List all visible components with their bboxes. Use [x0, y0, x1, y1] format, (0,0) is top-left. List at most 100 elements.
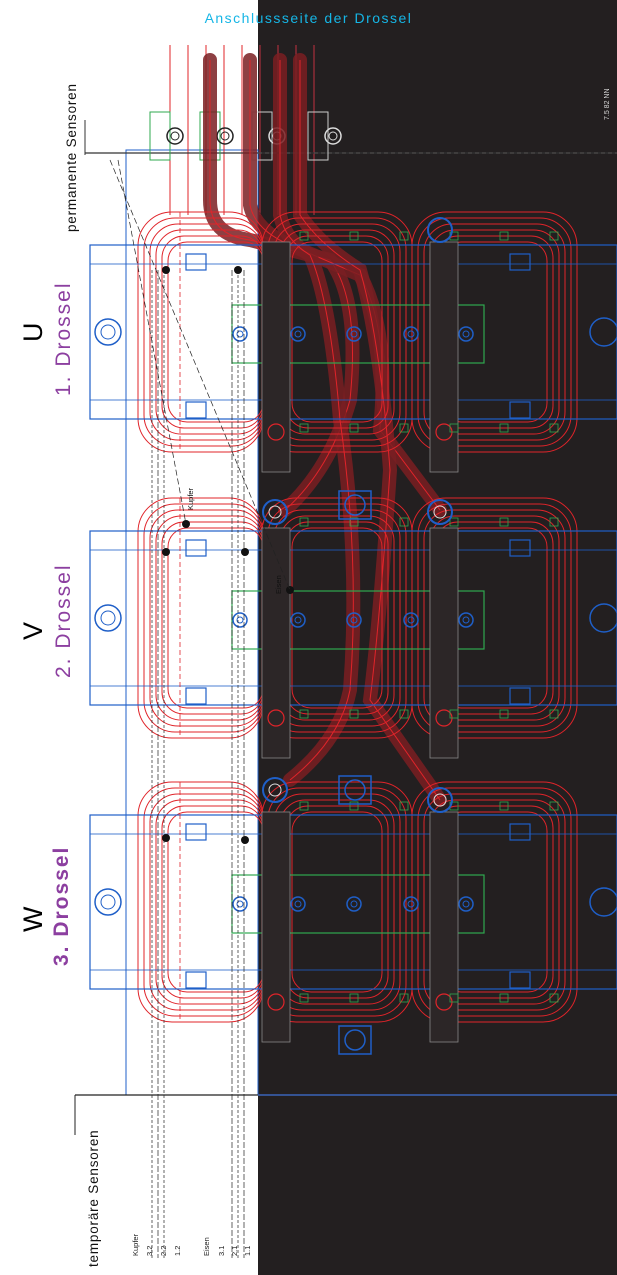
frame-nut: [509, 971, 531, 989]
cable-lug-hole: [433, 793, 447, 807]
cable-lug-hole: [433, 505, 447, 519]
clamp-bolt: [166, 127, 184, 145]
coil-winding-right: [423, 509, 566, 727]
coil-winding-left: [161, 235, 264, 429]
mount-bolt: [94, 318, 122, 346]
core-frame-inner: [89, 263, 617, 401]
clamp-bolt: [324, 127, 342, 145]
clamp-bolt-inner: [170, 131, 180, 141]
kupfer-group-label: Kupfer: [131, 1233, 140, 1256]
plate-bolt-inner: [407, 900, 415, 908]
plate-bolt-inner: [236, 616, 244, 624]
spacer-mark: [549, 517, 559, 527]
plate-bolt-inner: [350, 330, 358, 338]
permanent-sensors-label: permanente Sensoren: [64, 83, 79, 232]
busbar-arm: [429, 527, 459, 759]
plate-bolt: [346, 896, 362, 912]
frame-nut: [509, 687, 531, 705]
spacer-mark: [499, 231, 509, 241]
top-cable-lug: [427, 217, 453, 243]
clamp-block: [307, 111, 329, 161]
spacer-mark: [399, 993, 409, 1003]
sensor-1-1-label: 1.1: [243, 1245, 252, 1256]
plate-bolt-inner: [350, 900, 358, 908]
eisen-group-label: Eisen: [202, 1237, 211, 1256]
standoff-bolt: [344, 1029, 366, 1051]
corner-note: 7.5 82 NN: [604, 88, 611, 120]
plate-bolt-inner: [350, 616, 358, 624]
plate-bolt-inner: [407, 330, 415, 338]
spacer-mark: [349, 801, 359, 811]
plate-bolt: [403, 326, 419, 342]
spacer-mark: [499, 423, 509, 433]
sensor-point: [234, 266, 242, 274]
standoff-bolt: [344, 494, 366, 516]
sensor-point: [241, 548, 249, 556]
mount-bolt-right: [589, 317, 617, 347]
standoff-bolt: [344, 779, 366, 801]
busbar-arm: [261, 527, 291, 759]
spacer-mark: [449, 423, 459, 433]
coil-winding-right: [411, 497, 578, 739]
coil-winding-right: [423, 223, 566, 441]
spacer-mark: [449, 709, 459, 719]
plate-bolt: [290, 896, 306, 912]
core-frame-inner: [89, 549, 617, 687]
coil-winding-left: [161, 805, 264, 999]
plate-bolt: [458, 612, 474, 628]
frame-nut: [185, 823, 207, 841]
drossel-1-name: 1. Drossel: [52, 281, 75, 396]
cable-4-edge: [299, 60, 441, 801]
mount-bolt-right: [589, 887, 617, 917]
plate-bolt-inner: [236, 330, 244, 338]
plate-bolt-inner: [462, 616, 470, 624]
coil-winding-left: [167, 241, 264, 423]
cable-lug: [427, 499, 453, 525]
spacer-mark: [299, 801, 309, 811]
spacer-mark: [549, 231, 559, 241]
mount-bolt-inner: [100, 894, 116, 910]
standoff-block: [338, 490, 372, 520]
standoff-block: [338, 775, 372, 805]
clamp-bolt: [216, 127, 234, 145]
spacer-mark: [499, 993, 509, 1003]
choke-1: [89, 211, 617, 473]
phase-w-label: W: [18, 906, 48, 932]
spacer-mark: [349, 423, 359, 433]
sensor-2-2-label: 2.2: [159, 1245, 168, 1256]
spacer-mark: [499, 517, 509, 527]
mount-bolt: [94, 888, 122, 916]
mount-bolt-inner: [100, 324, 116, 340]
frame-nut: [509, 401, 531, 419]
frame-nut: [509, 253, 531, 271]
cable-lug: [262, 777, 288, 803]
plate-bolt: [403, 612, 419, 628]
spacer-mark: [299, 993, 309, 1003]
frame-nut: [185, 253, 207, 271]
coil-winding-left: [167, 527, 264, 709]
cable-lug-hole: [268, 505, 282, 519]
busbar-hole: [267, 709, 285, 727]
connection-side-title: Anschlussseite der Drossel: [204, 10, 413, 26]
clamp-block: [149, 111, 171, 161]
sensor-point: [286, 586, 294, 594]
plate-bolt: [458, 326, 474, 342]
plate-bolt-inner: [462, 900, 470, 908]
spacer-mark: [349, 517, 359, 527]
temporary-sensors-label: temporäre Sensoren: [86, 1129, 101, 1267]
core-frame-inner: [89, 833, 617, 971]
clamp-bolt-inner: [328, 131, 338, 141]
coil-winding-right: [423, 793, 566, 1011]
spacer-mark: [299, 517, 309, 527]
spacer-mark: [349, 709, 359, 719]
plate-bolt: [403, 896, 419, 912]
spacer-mark: [549, 993, 559, 1003]
mount-bolt-right: [589, 603, 617, 633]
cable-lug: [262, 499, 288, 525]
plate-bolt-inner: [294, 900, 302, 908]
sensor-point: [162, 834, 170, 842]
sensor-point: [162, 266, 170, 274]
spacer-mark: [399, 517, 409, 527]
plate-bolt-inner: [462, 330, 470, 338]
coil-winding-right: [411, 211, 578, 453]
